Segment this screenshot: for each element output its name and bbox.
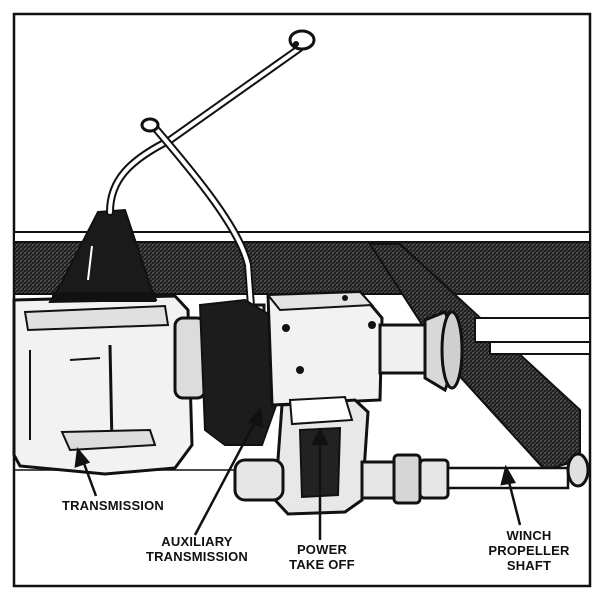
winch-propeller-shaft xyxy=(233,452,590,505)
leader-lines xyxy=(74,406,522,540)
transmission-housing xyxy=(12,294,207,476)
label-winch-line-1: WINCH xyxy=(506,528,552,543)
label-winch-line-2: PROPELLER xyxy=(488,543,570,558)
power-take-off-unit xyxy=(273,395,370,516)
label-auxiliary-line-1: AUXILIARY xyxy=(161,534,233,549)
shift-boot xyxy=(48,208,158,304)
label-winch-line-3: SHAFT xyxy=(506,558,552,573)
label-power-take-off: POWER TAKE OFF xyxy=(272,542,372,572)
leader-winch-propeller-shaft xyxy=(506,477,522,526)
label-power-take-off-line-1: POWER xyxy=(296,542,348,557)
label-auxiliary-line-2: TRANSMISSION xyxy=(145,549,249,564)
label-transmission: TRANSMISSION xyxy=(48,498,178,513)
auxiliary-transmission-body xyxy=(198,290,384,446)
label-auxiliary-transmission: AUXILIARY TRANSMISSION xyxy=(132,534,262,564)
label-transmission-text: TRANSMISSION xyxy=(61,498,165,513)
leader-auxiliary-transmission xyxy=(193,419,258,536)
label-power-take-off-line-2: TAKE OFF xyxy=(289,557,355,572)
output-flange xyxy=(378,310,464,393)
label-winch-propeller-shaft: WINCH PROPELLER SHAFT xyxy=(474,528,584,573)
